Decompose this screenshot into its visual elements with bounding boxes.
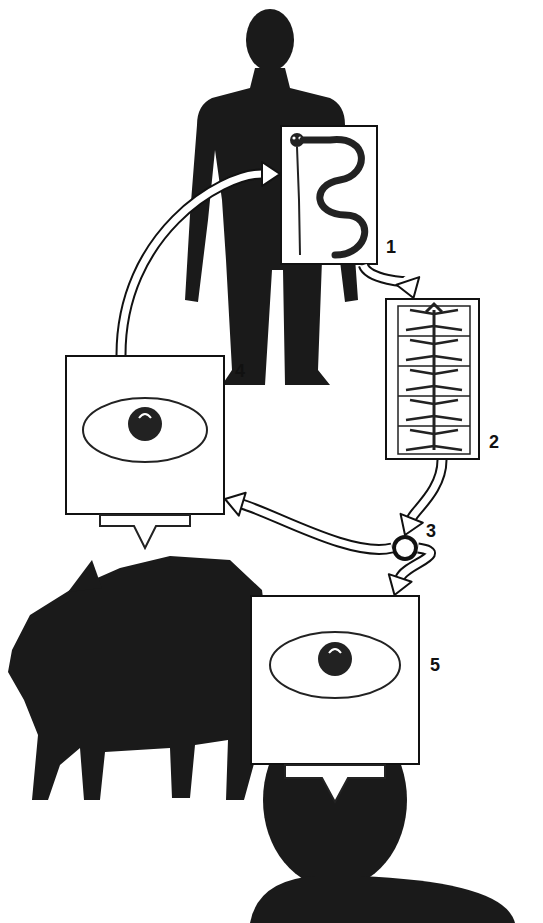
cycle-arrow [225, 493, 392, 550]
callout-number: 3 [426, 521, 436, 541]
callout-number: 5 [430, 655, 440, 675]
arrow-body [400, 548, 430, 578]
stage-panel: 4 [65, 355, 225, 515]
arrow-head [262, 162, 280, 186]
arrow-head [389, 574, 412, 595]
cysticercus-pig [83, 398, 207, 548]
cycle-arrow [389, 548, 431, 595]
cysticercus-human [270, 632, 400, 802]
callout-number: 4 [235, 361, 245, 381]
callout-number: 1 [386, 237, 396, 257]
arrow-outline [412, 460, 442, 518]
arrow-outline [242, 504, 392, 549]
arrow-body [363, 265, 408, 282]
cycle-arrow [121, 162, 280, 355]
cycle-arrow [363, 265, 419, 298]
callout-number: 2 [489, 432, 499, 452]
stage-panel: 2 [385, 298, 480, 460]
arrow-body [121, 174, 262, 355]
arrow-head [396, 277, 419, 298]
pig-silhouette [8, 556, 274, 800]
arrow-head [225, 493, 246, 516]
adult-tapeworm [290, 133, 365, 255]
arrow-body [412, 460, 442, 518]
arrow-outline [121, 174, 262, 355]
stage-panel: 1 [280, 125, 378, 265]
arrow-body [242, 504, 392, 549]
arrow-outline [400, 548, 430, 578]
cycle-arrow [401, 460, 442, 535]
arrow-outline [363, 265, 408, 282]
arrow-head [401, 514, 423, 535]
egg-circle: 3 [392, 535, 418, 561]
stage-panel: 5 [250, 595, 420, 765]
gravid-proglottids [398, 304, 470, 454]
